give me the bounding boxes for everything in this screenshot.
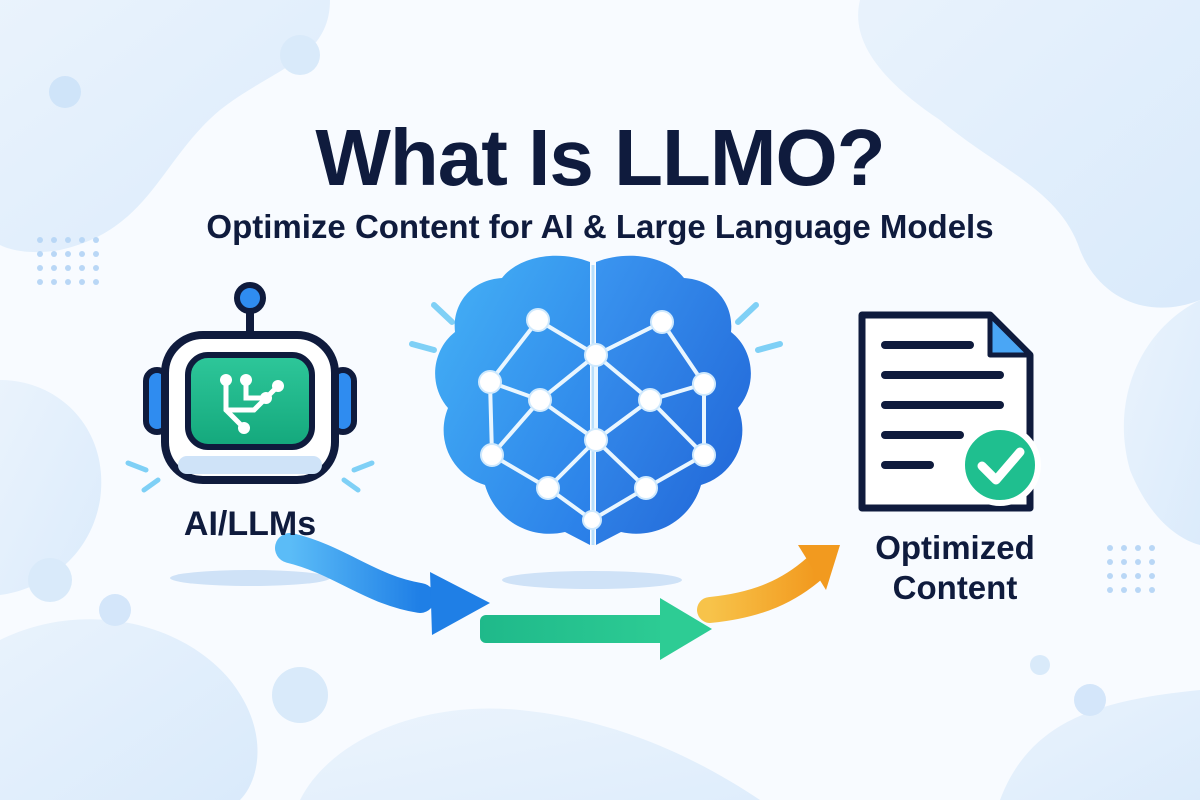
grid-dot — [65, 279, 71, 285]
bg-blob-top-right — [858, 0, 1200, 308]
grid-dot — [1149, 559, 1155, 565]
grid-dot — [65, 237, 71, 243]
grid-dot — [65, 265, 71, 271]
grid-dot — [1149, 573, 1155, 579]
bg-dot — [272, 667, 328, 723]
document-check-icon — [858, 311, 1041, 512]
bg-blob-bottom-right — [1000, 690, 1200, 800]
dot-grid-left — [37, 237, 99, 285]
grid-dot — [79, 279, 85, 285]
grid-dot — [37, 279, 43, 285]
grid-dot — [51, 279, 57, 285]
grid-dot — [1107, 559, 1113, 565]
bg-blob-right — [1123, 300, 1200, 545]
bg-dot — [99, 594, 131, 626]
grid-dot — [37, 237, 43, 243]
grid-dot — [1135, 573, 1141, 579]
grid-dot — [93, 265, 99, 271]
bg-dot — [49, 76, 81, 108]
flow-arrow-orange — [697, 545, 840, 623]
flow-arrow-green — [480, 598, 712, 660]
grid-dot — [93, 237, 99, 243]
grid-dot — [79, 251, 85, 257]
grid-dot — [79, 237, 85, 243]
grid-dot — [51, 251, 57, 257]
grid-dot — [93, 251, 99, 257]
grid-dot — [1107, 545, 1113, 551]
document-label-line2: Content — [892, 569, 1018, 606]
neural-brain-icon — [409, 255, 783, 589]
grid-dot — [1121, 587, 1127, 593]
bg-blob-left — [0, 380, 102, 595]
grid-dot — [1135, 559, 1141, 565]
grid-dot — [1107, 573, 1113, 579]
grid-dot — [65, 251, 71, 257]
robot-label: AI/LLMs — [183, 505, 317, 543]
document-label-line1: Optimized — [875, 529, 1035, 566]
grid-dot — [79, 265, 85, 271]
grid-dot — [51, 265, 57, 271]
grid-dot — [51, 237, 57, 243]
bg-dot — [1030, 655, 1050, 675]
bg-dot — [280, 35, 320, 75]
grid-dot — [1149, 587, 1155, 593]
grid-dot — [1149, 545, 1155, 551]
bg-blob-bottom-center — [300, 708, 760, 800]
robot-icon — [125, 282, 375, 586]
bg-blob-top-left — [0, 0, 330, 253]
grid-dot — [93, 279, 99, 285]
page-subtitle: Optimize Content for AI & Large Language… — [206, 208, 994, 245]
page-title: What Is LLMO? — [315, 113, 885, 202]
grid-dot — [37, 251, 43, 257]
dot-grid-right — [1107, 545, 1155, 593]
grid-dot — [37, 265, 43, 271]
grid-dot — [1121, 545, 1127, 551]
grid-dot — [1135, 545, 1141, 551]
bg-blob-bottom-left — [0, 619, 258, 800]
document-label: Optimized Content — [845, 528, 1065, 608]
grid-dot — [1121, 573, 1127, 579]
bg-dot — [28, 558, 72, 602]
bg-dot — [1074, 684, 1106, 716]
flow-arrow-blue — [275, 533, 490, 635]
grid-dot — [1135, 587, 1141, 593]
grid-dot — [1121, 559, 1127, 565]
grid-dot — [1107, 587, 1113, 593]
